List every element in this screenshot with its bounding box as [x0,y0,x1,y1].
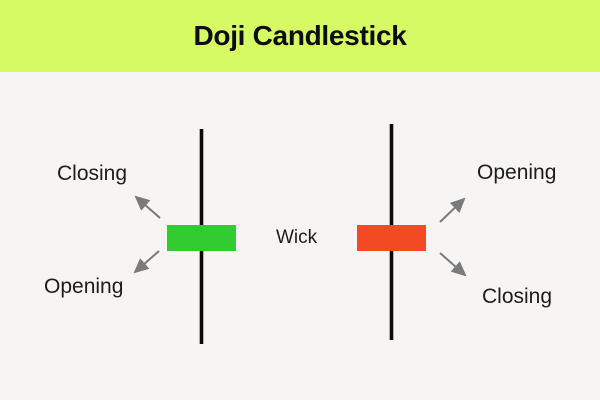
arrow-left-closing [134,195,161,219]
left-candle-body [167,225,236,251]
label-left-closing: Closing [57,162,128,185]
arrow-left-opening [133,250,160,274]
page-title: Doji Candlestick [193,20,407,51]
title-banner: Doji Candlestick [0,0,600,72]
diagram-canvas: Closing Opening Wick Opening Closing [0,72,600,400]
arrow-right-opening [439,197,466,223]
arrow-right-closing [439,252,467,277]
label-left-opening: Opening [44,275,124,298]
right-candle-body [357,225,426,251]
label-right-closing: Closing [482,285,553,308]
label-right-opening: Opening [477,161,557,184]
label-wick: Wick [276,227,318,248]
candlestick-graphic [133,124,467,344]
